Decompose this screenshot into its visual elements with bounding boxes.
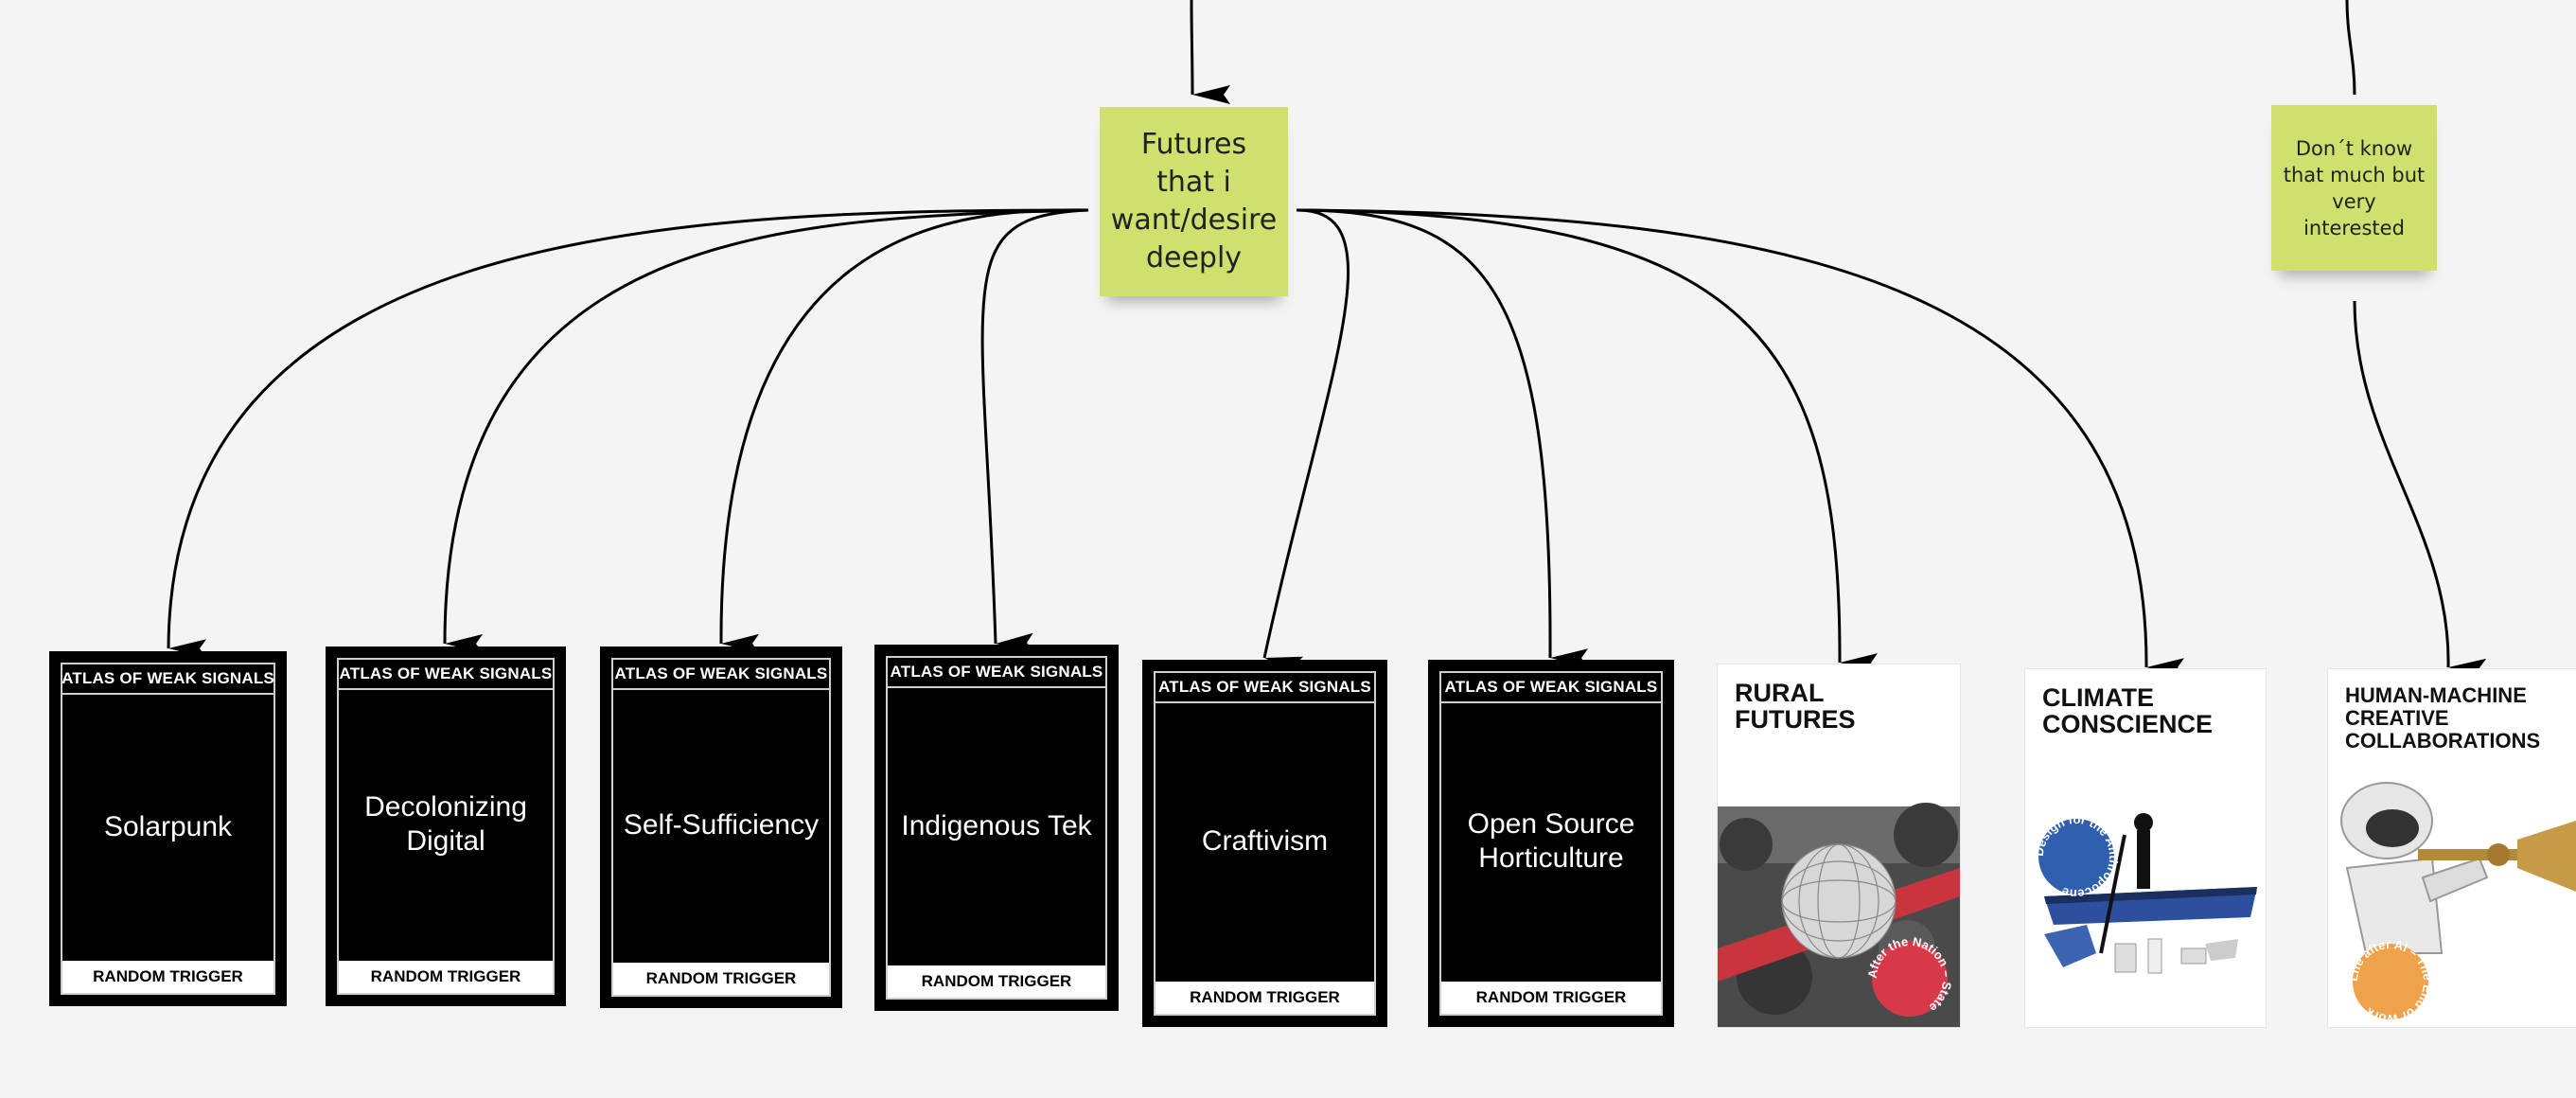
poster-badge: Design for the Anthropocene: [2032, 812, 2121, 901]
card-title: Decolonizing Digital: [364, 791, 527, 857]
poster-title: CLIMATE CONSCIENCE: [2042, 683, 2214, 738]
card-footer: RANDOM TRIGGER: [888, 965, 1105, 998]
card-title: Indigenous Tek: [901, 809, 1092, 841]
card-self-sufficiency[interactable]: ATLAS OF WEAK SIGNALS Self-Sufficiency R…: [600, 646, 842, 1008]
connector-main-to-decolonizing[interactable]: [443, 208, 1089, 654]
connector-top-to-main-note[interactable]: [1190, 0, 1231, 104]
poster-title: RURAL FUTURES: [1735, 679, 1856, 734]
sticky-note-text: Don´t know that much but very interested: [2283, 136, 2426, 239]
card-title: Open Source Horticulture: [1467, 808, 1635, 874]
connector-side-to-human-machine[interactable]: [2353, 300, 2487, 678]
sticky-note-text: Futures that i want/desire deeply: [1110, 128, 1278, 274]
poster-title: HUMAN-MACHINE CREATIVE COLLABORATIONS: [2345, 683, 2541, 753]
card-footer: RANDOM TRIGGER: [339, 961, 553, 993]
poster-image-geodesic-dome: [1718, 803, 1960, 1027]
connector-main-to-craftivism[interactable]: [1262, 208, 1350, 676]
poster-image-boat-figure: [2044, 813, 2257, 974]
card-solarpunk[interactable]: ATLAS OF WEAK SIGNALS Solarpunk RANDOM T…: [49, 651, 287, 1006]
card-footer: RANDOM TRIGGER: [1441, 982, 1661, 1014]
connector-top-to-side-note[interactable]: [2345, 0, 2356, 96]
connector-main-to-open-source[interactable]: [1296, 208, 1589, 668]
card-header: ATLAS OF WEAK SIGNALS: [1441, 673, 1661, 703]
connector-main-to-indigenous[interactable]: [980, 208, 1089, 652]
card-title: Solarpunk: [103, 810, 233, 842]
poster-badge: Life after AI – The End of Work: [2346, 937, 2435, 1026]
card-header: ATLAS OF WEAK SIGNALS: [339, 660, 553, 690]
card-footer: RANDOM TRIGGER: [1156, 982, 1374, 1014]
card-indigenous-tek[interactable]: ATLAS OF WEAK SIGNALS Indigenous Tek RAN…: [874, 645, 1119, 1011]
poster-image-robot-trumpet: [2340, 782, 2576, 954]
card-title: Self-Sufficiency: [623, 809, 820, 841]
card-header: ATLAS OF WEAK SIGNALS: [62, 664, 274, 695]
poster-rural-futures[interactable]: RURAL FUTURES After the Nation – State: [1718, 664, 1960, 1027]
card-craftivism[interactable]: ATLAS OF WEAK SIGNALS Craftivism RANDOM …: [1142, 660, 1387, 1027]
connector-main-to-self-sufficiency[interactable]: [719, 208, 1089, 653]
card-footer: RANDOM TRIGGER: [613, 963, 829, 995]
connector-main-to-climate-conscience[interactable]: [1296, 208, 2185, 678]
card-header: ATLAS OF WEAK SIGNALS: [888, 658, 1105, 688]
card-footer: RANDOM TRIGGER: [62, 961, 273, 993]
sticky-note-interested[interactable]: Don´t know that much but very interested: [2271, 105, 2437, 271]
poster-human-machine[interactable]: HUMAN-MACHINE CREATIVE COLLABORATIONS Li…: [2328, 669, 2576, 1027]
connector-main-to-rural-futures[interactable]: [1296, 208, 1879, 673]
card-header: ATLAS OF WEAK SIGNALS: [613, 660, 829, 690]
card-open-source-horticulture[interactable]: ATLAS OF WEAK SIGNALS Open Source Hortic…: [1428, 660, 1674, 1027]
card-title: Craftivism: [1201, 825, 1329, 857]
connector-main-to-solarpunk[interactable]: [167, 208, 1089, 659]
poster-badge: After the Nation – State: [1865, 934, 1954, 1017]
sticky-note-futures[interactable]: Futures that i want/desire deeply: [1100, 107, 1288, 296]
poster-climate-conscience[interactable]: CLIMATE CONSCIENCE Design for the Anthro…: [2025, 669, 2266, 1027]
card-decolonizing-digital[interactable]: ATLAS OF WEAK SIGNALS Decolonizing Digit…: [326, 646, 566, 1006]
card-header: ATLAS OF WEAK SIGNALS: [1156, 673, 1374, 703]
